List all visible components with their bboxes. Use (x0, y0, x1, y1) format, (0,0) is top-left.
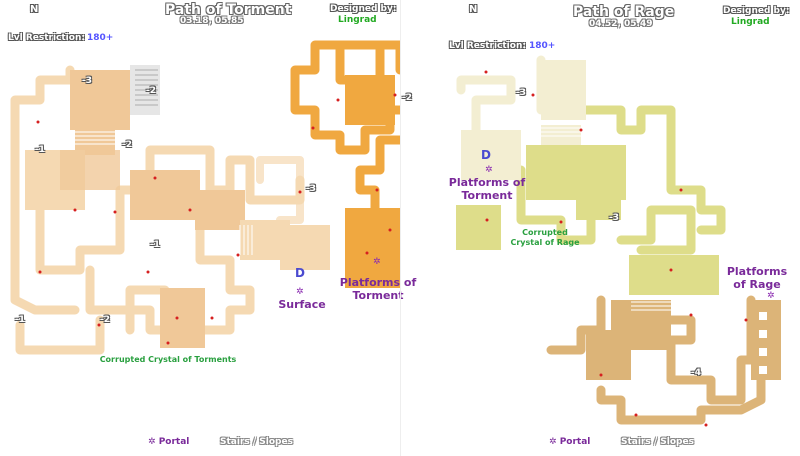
corridor (35, 145, 305, 275)
legend-portal: ✲ Portal (549, 437, 591, 447)
map-coords: 03.18, 05.85 (180, 16, 244, 26)
corridor (85, 265, 175, 335)
map-title: Path of Torment (165, 2, 292, 18)
corridor (195, 225, 255, 335)
holes-rage (759, 312, 767, 374)
level-label: -2 (402, 93, 412, 103)
place-platforms-of-torment: Platforms of Torment (339, 276, 417, 302)
corridor (256, 156, 304, 224)
lvl-restriction-label: Lvl Restriction: (449, 41, 526, 51)
level-label: -1 (35, 145, 45, 155)
corridor (546, 295, 606, 355)
corridor (566, 105, 726, 235)
level-label: -1 (150, 240, 160, 250)
room (280, 225, 330, 270)
level-label: -2 (100, 315, 110, 325)
level-label: -3 (306, 184, 316, 194)
corridor (596, 305, 766, 425)
room (70, 70, 130, 130)
corridor-orange (290, 40, 400, 155)
designer-name: Lingrad (338, 15, 377, 25)
rooms-rage (456, 60, 781, 380)
room (586, 330, 631, 380)
corridor (125, 285, 170, 335)
level-label: -4 (691, 368, 701, 378)
legend-portal: ✲ Portal (148, 437, 190, 447)
legend-stairs: Stairs / Slopes (220, 437, 293, 447)
map-path-of-rage: ✲ ✲ N Path of Rage 04.52, 05.49 Designed… (400, 0, 800, 456)
north-arrow: N (469, 4, 478, 15)
lvl-restriction-label: Lvl Restriction: (8, 33, 85, 43)
legend-portal-label: Portal (559, 437, 591, 447)
marker-d: D (295, 266, 305, 280)
lvl-restriction-value: 180+ (87, 33, 114, 43)
marker-d: D (481, 148, 491, 162)
portal-icon: ✲ (373, 257, 381, 267)
designer-name: Lingrad (731, 17, 770, 27)
map-path-of-torment: ✲ ✲ N Path of Torment 03.18, 05.85 Desig… (8, 2, 416, 447)
legend-portal-label: Portal (158, 437, 190, 447)
room (160, 288, 205, 348)
corridor-orange (355, 135, 400, 215)
level-label: -3 (609, 213, 619, 223)
room (576, 170, 621, 220)
place-platforms-of-torment: Platforms of Torment (448, 176, 526, 202)
markers-torment (36, 93, 397, 345)
north-arrow: N (30, 4, 39, 15)
legend-stairs: Stairs / Slopes (621, 437, 694, 447)
markers-rage (484, 70, 748, 427)
portal-icon: ✲ (296, 287, 304, 297)
lvl-restriction-value: 180+ (529, 41, 556, 51)
room (461, 130, 521, 180)
level-label: -3 (516, 88, 526, 98)
level-label: -2 (122, 140, 132, 150)
place-corrupted-crystal: Corrupted Crystal of Torments (99, 355, 237, 364)
corridor (15, 315, 105, 355)
stairs-torment (75, 131, 253, 255)
map-title: Path of Rage (573, 4, 675, 20)
room (130, 170, 200, 220)
place-platforms-of-rage: Platforms of Rage (726, 265, 788, 291)
designed-by-label: Designed by: (330, 4, 397, 14)
map-torment-canvas: ✲ ✲ (10, 40, 400, 355)
level-label: -2 (146, 86, 156, 96)
place-corrupted-crystal: Corrupted Crystal of Rage (510, 228, 580, 247)
room (456, 205, 501, 250)
place-surface: Surface (278, 298, 326, 311)
level-label: -3 (82, 76, 92, 86)
room (629, 255, 719, 295)
room (195, 190, 245, 230)
map-coords: 04.52, 05.49 (589, 19, 653, 29)
designed-by-label: Designed by: (723, 6, 790, 16)
room (541, 60, 586, 120)
level-label: -1 (15, 315, 25, 325)
room (345, 75, 395, 125)
rooms-torment (25, 65, 400, 348)
room (345, 208, 400, 288)
portal-icon: ✲ (767, 291, 775, 301)
corridor (456, 75, 516, 135)
portal-icon: ✲ (485, 165, 493, 175)
corridor (636, 295, 756, 405)
map-rage-canvas: ✲ ✲ (456, 55, 781, 427)
corridor (616, 205, 696, 255)
room (60, 150, 120, 190)
